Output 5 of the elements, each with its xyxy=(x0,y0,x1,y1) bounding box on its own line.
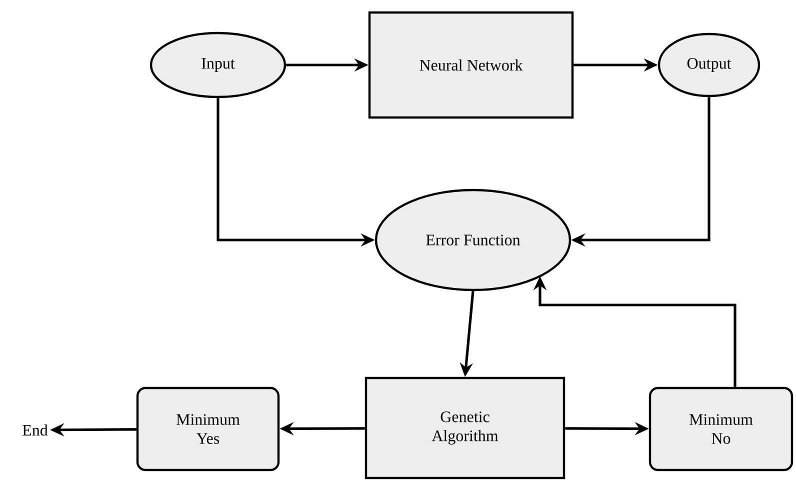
process-box: Genetic Algorithm xyxy=(364,376,566,480)
end-label: End xyxy=(22,424,48,436)
result-box: Minimum Yes xyxy=(136,386,280,472)
result-box: Minimum No xyxy=(648,386,794,472)
process-box: Neural Network xyxy=(368,11,574,119)
